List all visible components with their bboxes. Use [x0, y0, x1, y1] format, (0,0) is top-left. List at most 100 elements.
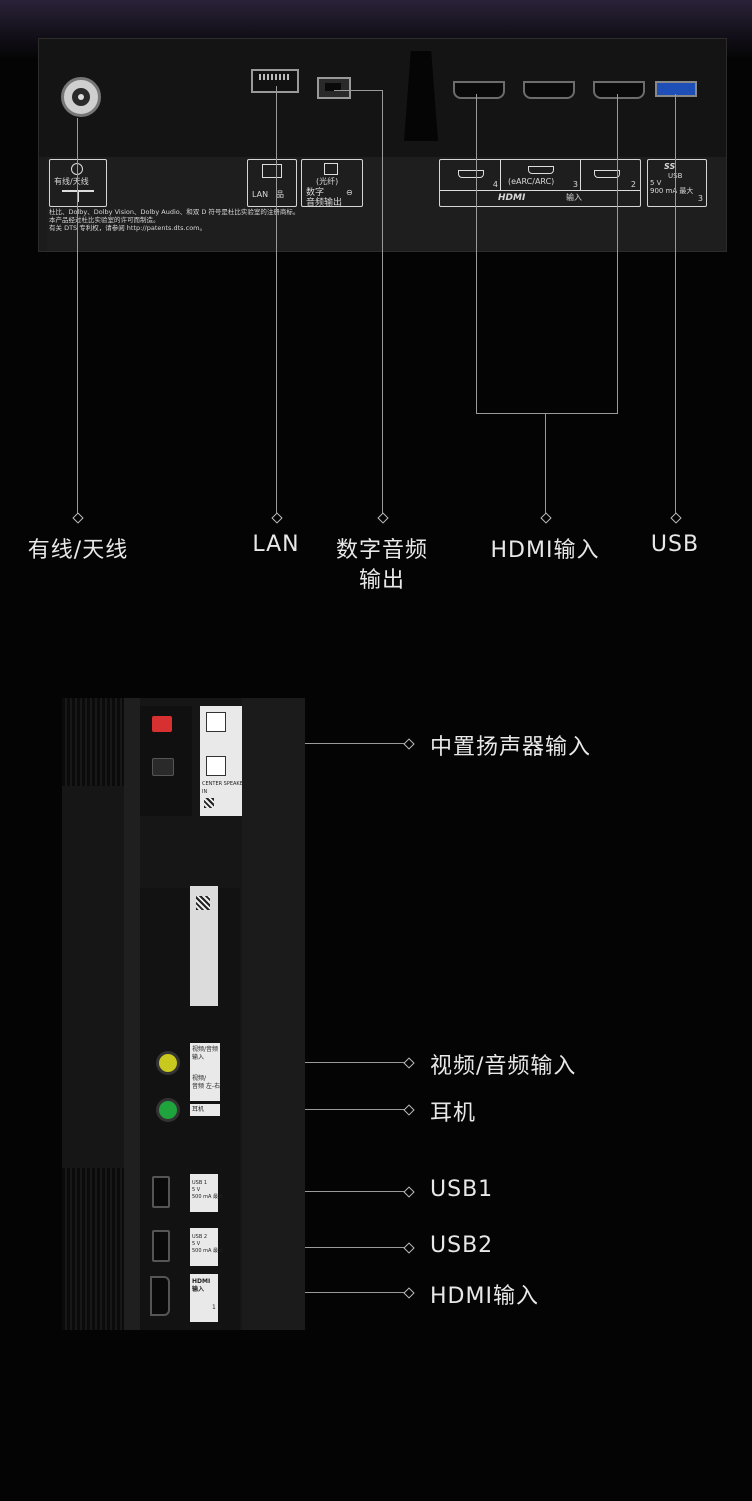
diamond-usb1 — [403, 1186, 415, 1198]
side-qr-code-icon — [196, 896, 210, 910]
usb-spec: 5 V 900 mA 最大 — [650, 179, 694, 195]
callout-hdmi-side: HDMI输入 — [430, 1284, 539, 1309]
hdmi-2-icon — [594, 170, 620, 178]
callout-av-input: 视频/音频输入 — [430, 1054, 577, 1079]
hdmi-label-box: 4 (eARC/ARC) 3 2 HDMI 输入 — [439, 159, 641, 207]
callout-center-speaker: 中置扬声器输入 — [430, 735, 592, 760]
speaker-sub-label: IN — [202, 789, 208, 795]
optical-label: (光纤) — [316, 177, 339, 186]
diamond-usb — [670, 512, 682, 524]
hdmi-4-icon — [458, 170, 484, 178]
diamond-center-speaker — [403, 738, 415, 750]
chassis-edge — [124, 698, 140, 1330]
callout-lan: LAN — [252, 532, 300, 557]
leader-lan — [276, 86, 277, 515]
optical-sub-label: 数字 音频输出 — [306, 188, 343, 208]
diamond-hdmi — [540, 512, 552, 524]
diamond-headphone — [403, 1104, 415, 1116]
av-label-plate: 视频/音频 输入 视频/ 音频 左-右 — [190, 1043, 220, 1101]
leader-usb1 — [305, 1191, 405, 1192]
earc-label: (eARC/ARC) — [508, 177, 555, 186]
hdmi-port-2 — [593, 81, 645, 99]
leader-center-speaker — [305, 743, 405, 744]
hdmi-3-number: 3 — [572, 180, 578, 189]
usb2-label-plate: USB 2 5 V 500 mA 最大 — [190, 1228, 223, 1266]
headphone-label: 耳机 — [192, 1106, 205, 1113]
lan-port — [251, 69, 299, 93]
antenna-label: 有线/天线 — [54, 177, 89, 186]
diamond-optical — [377, 512, 389, 524]
hdmi1-label: HDMI 输入 — [192, 1278, 211, 1293]
antenna-label-box: 有线/天线 — [49, 159, 107, 207]
leader-hdmi — [545, 413, 546, 515]
callout-headphone: 耳机 — [430, 1101, 477, 1126]
hdmi-2-number: 2 — [630, 180, 636, 189]
legal-line-2: 本产品经过杜比实验室的许可而制造。 — [49, 216, 160, 224]
callout-optical-line1: 数字音频 — [335, 538, 428, 563]
usb-number: 3 — [697, 194, 703, 203]
callout-usb2: USB2 — [430, 1233, 494, 1258]
usb2-label: USB 2 5 V 500 mA 最大 — [192, 1234, 224, 1254]
leader-hdmi-right — [617, 94, 618, 414]
callout-hdmi: HDMI输入 — [490, 538, 600, 563]
network-icon: 品 — [276, 190, 284, 199]
optical-port — [317, 77, 351, 99]
usb1-port — [152, 1176, 170, 1208]
callout-optical-line2: 输出 — [358, 568, 405, 593]
callout-usb1: USB1 — [430, 1177, 494, 1202]
leader-optical-h — [334, 90, 382, 91]
side-info-plate — [190, 886, 218, 1006]
diamond-lan — [271, 512, 283, 524]
leader-hdmi-left — [476, 94, 477, 414]
callout-antenna: 有线/天线 — [27, 538, 129, 563]
speaker-plus-terminal — [152, 716, 172, 732]
leader-av-input — [305, 1062, 405, 1063]
usb1-label: USB 1 5 V 500 mA 最大 — [192, 1180, 224, 1200]
lan-label: LAN — [252, 190, 269, 199]
antenna-connector — [61, 77, 101, 117]
hdmi-input-label: 输入 — [566, 193, 582, 202]
hdmi-3-label: (eARC/ARC) 3 — [500, 160, 581, 190]
usb-logo-icon: SS — [664, 162, 676, 171]
minus-icon — [206, 756, 226, 776]
rear-panel-side: CENTER SPEAKER IN 视频/音频 输入 视频/ 音频 左-右 耳机… — [62, 698, 305, 1330]
hdmi-port-3 — [523, 81, 575, 99]
hdmi-divider — [440, 190, 640, 191]
hdmi1-label-plate: HDMI 输入 1 — [190, 1274, 218, 1322]
frame-rail — [242, 698, 305, 1330]
legal-line-1: 杜比、Dolby、Dolby Vision、Dolby Audio、和双 D 符… — [49, 208, 300, 216]
hdmi-2-label: 2 — [580, 160, 640, 190]
hdmi-brand: HDMI — [498, 193, 526, 203]
headphone-jack — [156, 1098, 180, 1122]
leader-antenna — [77, 118, 78, 515]
hdmi-port-4 — [453, 81, 505, 99]
legal-line-3: 有关 DTS 专利权，请参阅 http://patents.dts.com。 — [49, 224, 206, 232]
speaker-label: CENTER SPEAKER — [202, 781, 247, 787]
leader-optical — [382, 90, 383, 515]
av-sub-label: 视频/ 音频 左-右 — [192, 1075, 221, 1090]
vent-grille-top — [62, 698, 124, 786]
hdmi-4-label: 4 — [440, 160, 501, 190]
av-label: 视频/音频 输入 — [192, 1046, 219, 1061]
leader-hdmi-side — [305, 1292, 405, 1293]
speaker-minus-terminal — [152, 758, 174, 776]
headphone-label-plate: 耳机 — [190, 1104, 220, 1116]
callout-usb: USB — [650, 532, 700, 557]
speaker-terminal-block — [140, 706, 192, 816]
usb-port-3 — [655, 81, 697, 97]
lan-symbol-icon — [262, 164, 282, 178]
qr-code-icon — [204, 798, 214, 808]
antenna-t-stem — [77, 190, 79, 202]
lan-label-box: LAN 品 — [247, 159, 297, 207]
vent-grille-bottom — [62, 1168, 124, 1330]
diamond-usb2 — [403, 1242, 415, 1254]
hdmi1-number: 1 — [212, 1304, 216, 1311]
leader-usb2 — [305, 1247, 405, 1248]
av-input-jack — [156, 1051, 180, 1075]
diamond-antenna — [72, 512, 84, 524]
optical-symbol-icon — [324, 163, 338, 175]
diamond-hdmi-side — [403, 1287, 415, 1299]
label-strip: 有线/天线 杜比、Dolby、Dolby Vision、Dolby Audio、… — [47, 157, 726, 251]
hdmi-4-number: 4 — [492, 180, 498, 189]
plus-icon — [206, 712, 226, 732]
